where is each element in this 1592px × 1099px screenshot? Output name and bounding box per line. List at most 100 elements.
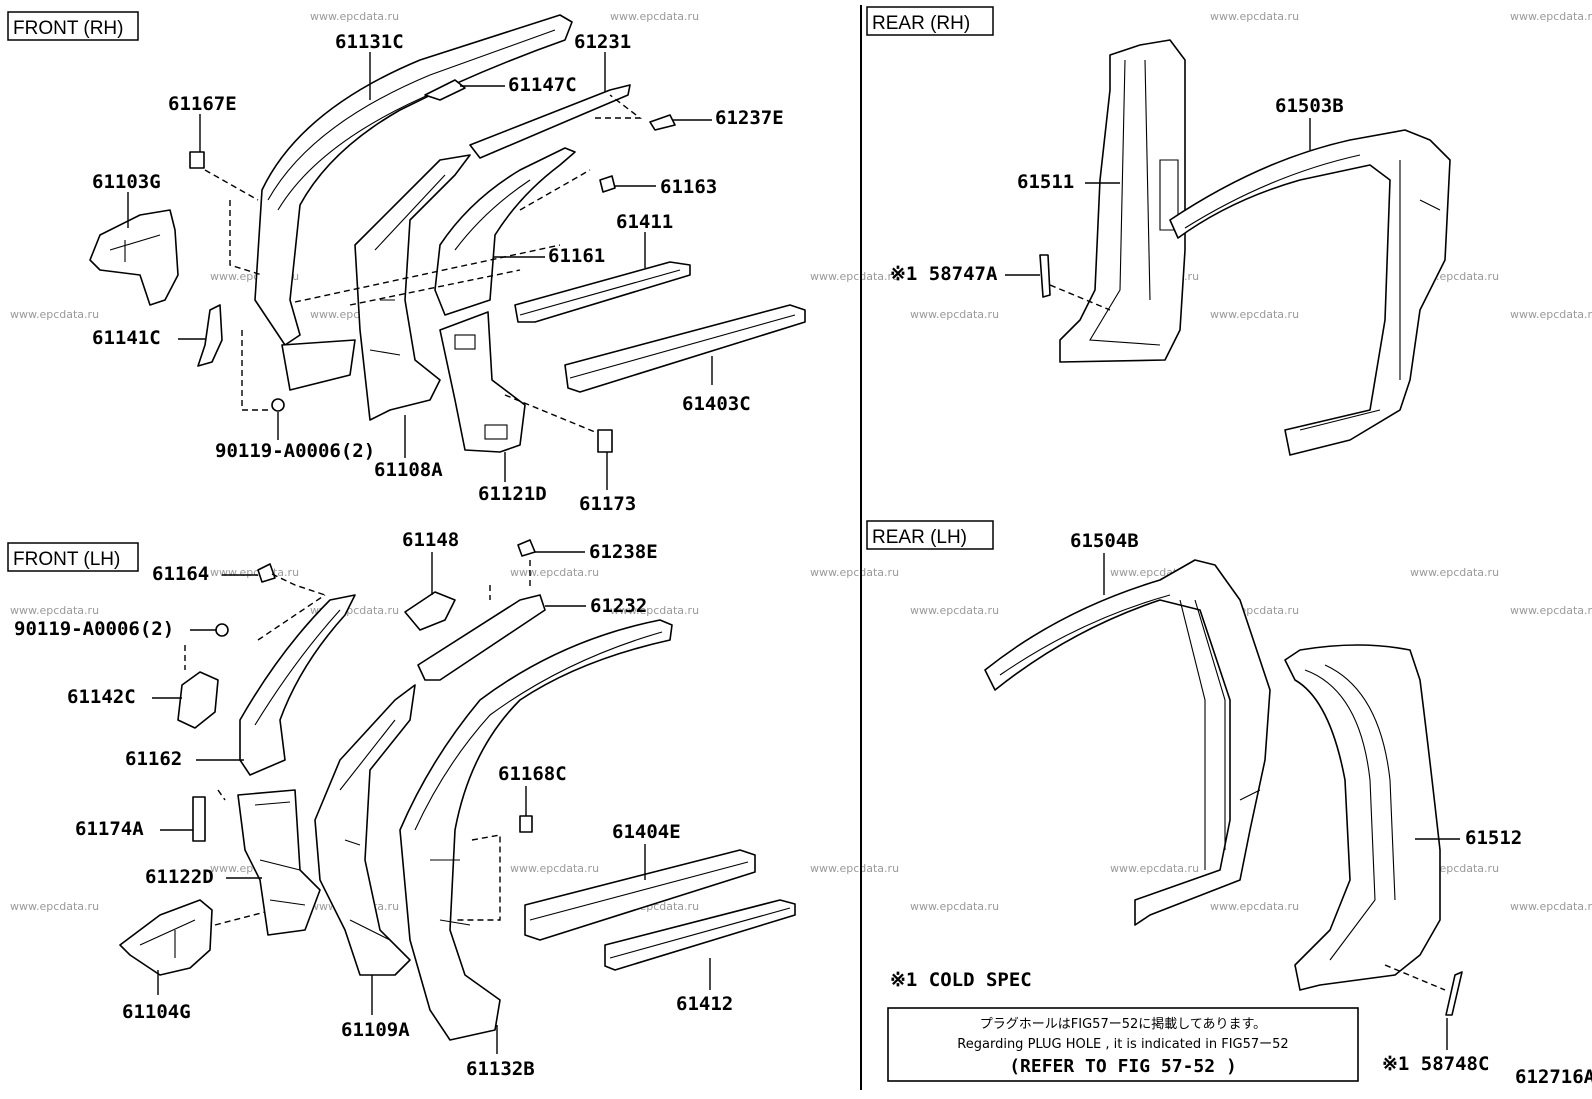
- rear-lh-labels: 61504B 61512 ※1 58748C: [1070, 530, 1522, 1075]
- label-158748c: ※1 58748C: [1382, 1053, 1489, 1075]
- figure-id: 612716A: [1515, 1066, 1592, 1088]
- section-title-front-rh: FRONT (RH): [13, 18, 123, 39]
- section-frame: [866, 6, 994, 36]
- part-61109a-shape: [314, 684, 416, 976]
- note-line-en: Regarding PLUG HOLE , it is indicated in…: [957, 1037, 1288, 1052]
- label-61511: 61511: [1017, 171, 1074, 193]
- watermark: www.epcdata.ru: [910, 308, 999, 321]
- part-61132b-shape: [399, 619, 673, 1041]
- part-61167e-shape: [189, 151, 205, 169]
- watermark: www.epcdata.ru: [1510, 604, 1592, 617]
- rear-rh-dashed-guide: [1049, 284, 1111, 311]
- section-title-rear-lh: REAR (LH): [872, 527, 967, 548]
- part-61104g-detail: [139, 919, 196, 958]
- label-61164: 61164: [152, 563, 209, 585]
- part-61512-shape: [1284, 644, 1441, 991]
- part-61103g-shape: [89, 209, 179, 306]
- label-61237e: 61237E: [715, 107, 784, 129]
- part-61161-detail: [454, 179, 531, 251]
- front-rh-dashed-guides: [204, 94, 643, 433]
- label-61412: 61412: [676, 993, 733, 1015]
- note-box-frame: [887, 1007, 1359, 1082]
- watermark: www.epcdata.ru: [1210, 308, 1299, 321]
- part-61503b-shape: [1169, 129, 1451, 456]
- label-61122d: 61122D: [145, 866, 214, 888]
- label-61142c: 61142C: [67, 686, 136, 708]
- part-61404e-detail: [529, 861, 749, 921]
- part-61512-detail: [1304, 664, 1396, 961]
- part-61404e-shape: [524, 849, 756, 941]
- part-61148-shape: [404, 591, 456, 631]
- label-61174a: 61174A: [75, 818, 144, 840]
- part-61238e-shape: [517, 539, 536, 557]
- watermark: www.epcdata.ru: [1510, 10, 1592, 23]
- label-61173: 61173: [579, 493, 636, 515]
- section-frame: [866, 520, 994, 550]
- part-61412-shape: [604, 899, 796, 971]
- label-61121d: 61121D: [478, 483, 547, 505]
- section-title-rear-rh: REAR (RH): [872, 13, 970, 34]
- part-61162-shape: [239, 594, 356, 776]
- watermark: www.epcdata.ru: [10, 308, 99, 321]
- rear-rh-labels: 61503B 61511 ※1 58747A: [890, 95, 1344, 285]
- plug-hole-note-box: プラグホールはFIG57ー52に掲載してあります。 Regarding PLUG…: [887, 1007, 1359, 1082]
- watermark: www.epcdata.ru: [1210, 900, 1299, 913]
- watermark: www.epcdata.ru: [510, 862, 599, 875]
- watermark: www.epcdata.ru: [1510, 900, 1592, 913]
- part-61162-detail: [254, 609, 341, 726]
- label-61512: 61512: [1465, 827, 1522, 849]
- label-90119-rh: 90119-A0006(2): [215, 440, 375, 462]
- part-61174a-shape: [192, 796, 206, 842]
- front-lh-dashed-guides: [184, 560, 531, 926]
- watermark: www.epcdata.ru: [610, 604, 699, 617]
- cold-spec-footnote: ※1 COLD SPEC: [890, 969, 1032, 991]
- part-61121d-hole: [454, 334, 476, 350]
- part-61121d-shape: [439, 311, 526, 453]
- part-61164-shape: [257, 563, 276, 583]
- watermark: www.epcdata.ru: [810, 270, 899, 283]
- part-61141c-shape: [197, 304, 223, 367]
- rear-lh-parts: [984, 559, 1463, 1016]
- front-lh-parts: [119, 539, 796, 1041]
- section-frame: [7, 542, 139, 572]
- label-61148: 61148: [402, 529, 459, 551]
- watermark: www.epcdata.ru: [910, 900, 999, 913]
- label-61163: 61163: [660, 176, 717, 198]
- watermark: www.epcdata.ru: [1110, 862, 1199, 875]
- rear-lh-dashed-guide: [1384, 964, 1446, 991]
- watermark: www.epcdata.ru: [610, 10, 699, 23]
- label-61108a: 61108A: [374, 459, 443, 481]
- part-61173-shape: [597, 429, 613, 453]
- part-61131c-shape: [254, 14, 573, 346]
- part-61142c-shape: [177, 671, 219, 729]
- part-61121d-hole: [484, 424, 508, 440]
- part-61131c-detail: [267, 29, 556, 211]
- part-90119-bolt-shape: [271, 398, 285, 412]
- part-61122d-detail: [254, 801, 306, 906]
- part-61403c-shape: [564, 304, 806, 393]
- label-61403c: 61403C: [682, 393, 751, 415]
- section-title-front-lh: FRONT (LH): [13, 549, 120, 570]
- watermark: www.epcdata.ru: [1510, 308, 1592, 321]
- part-61511-shape: [1059, 39, 1186, 363]
- part-61504b-detail: [999, 594, 1261, 870]
- part-61232-shape: [417, 594, 546, 681]
- watermark: www.epcdata.ru: [910, 604, 999, 617]
- label-158747a: ※1 58747A: [890, 263, 998, 285]
- section-rear-rh-header: REAR (RH): [866, 6, 994, 36]
- label-61167e: 61167E: [168, 93, 237, 115]
- label-61103g: 61103G: [92, 171, 161, 193]
- label-61147c: 61147C: [508, 74, 577, 96]
- watermark: www.epcdata.ru: [10, 900, 99, 913]
- label-61132b: 61132B: [466, 1058, 535, 1080]
- label-61162: 61162: [125, 748, 182, 770]
- part-61503b-detail: [1184, 154, 1441, 431]
- front-lh-labels: 61148 61238E 61164 61232 90119-A0006(2) …: [14, 529, 733, 1080]
- watermark: www.epcdata.ru: [1210, 10, 1299, 23]
- label-61404e: 61404E: [612, 821, 681, 843]
- label-90119-lh: 90119-A0006(2): [14, 618, 174, 640]
- part-61161-shape: [434, 147, 576, 316]
- section-rear-lh-header: REAR (LH): [866, 520, 994, 550]
- section-front-rh-header: FRONT (RH): [7, 11, 139, 41]
- part-61411-detail: [519, 269, 681, 316]
